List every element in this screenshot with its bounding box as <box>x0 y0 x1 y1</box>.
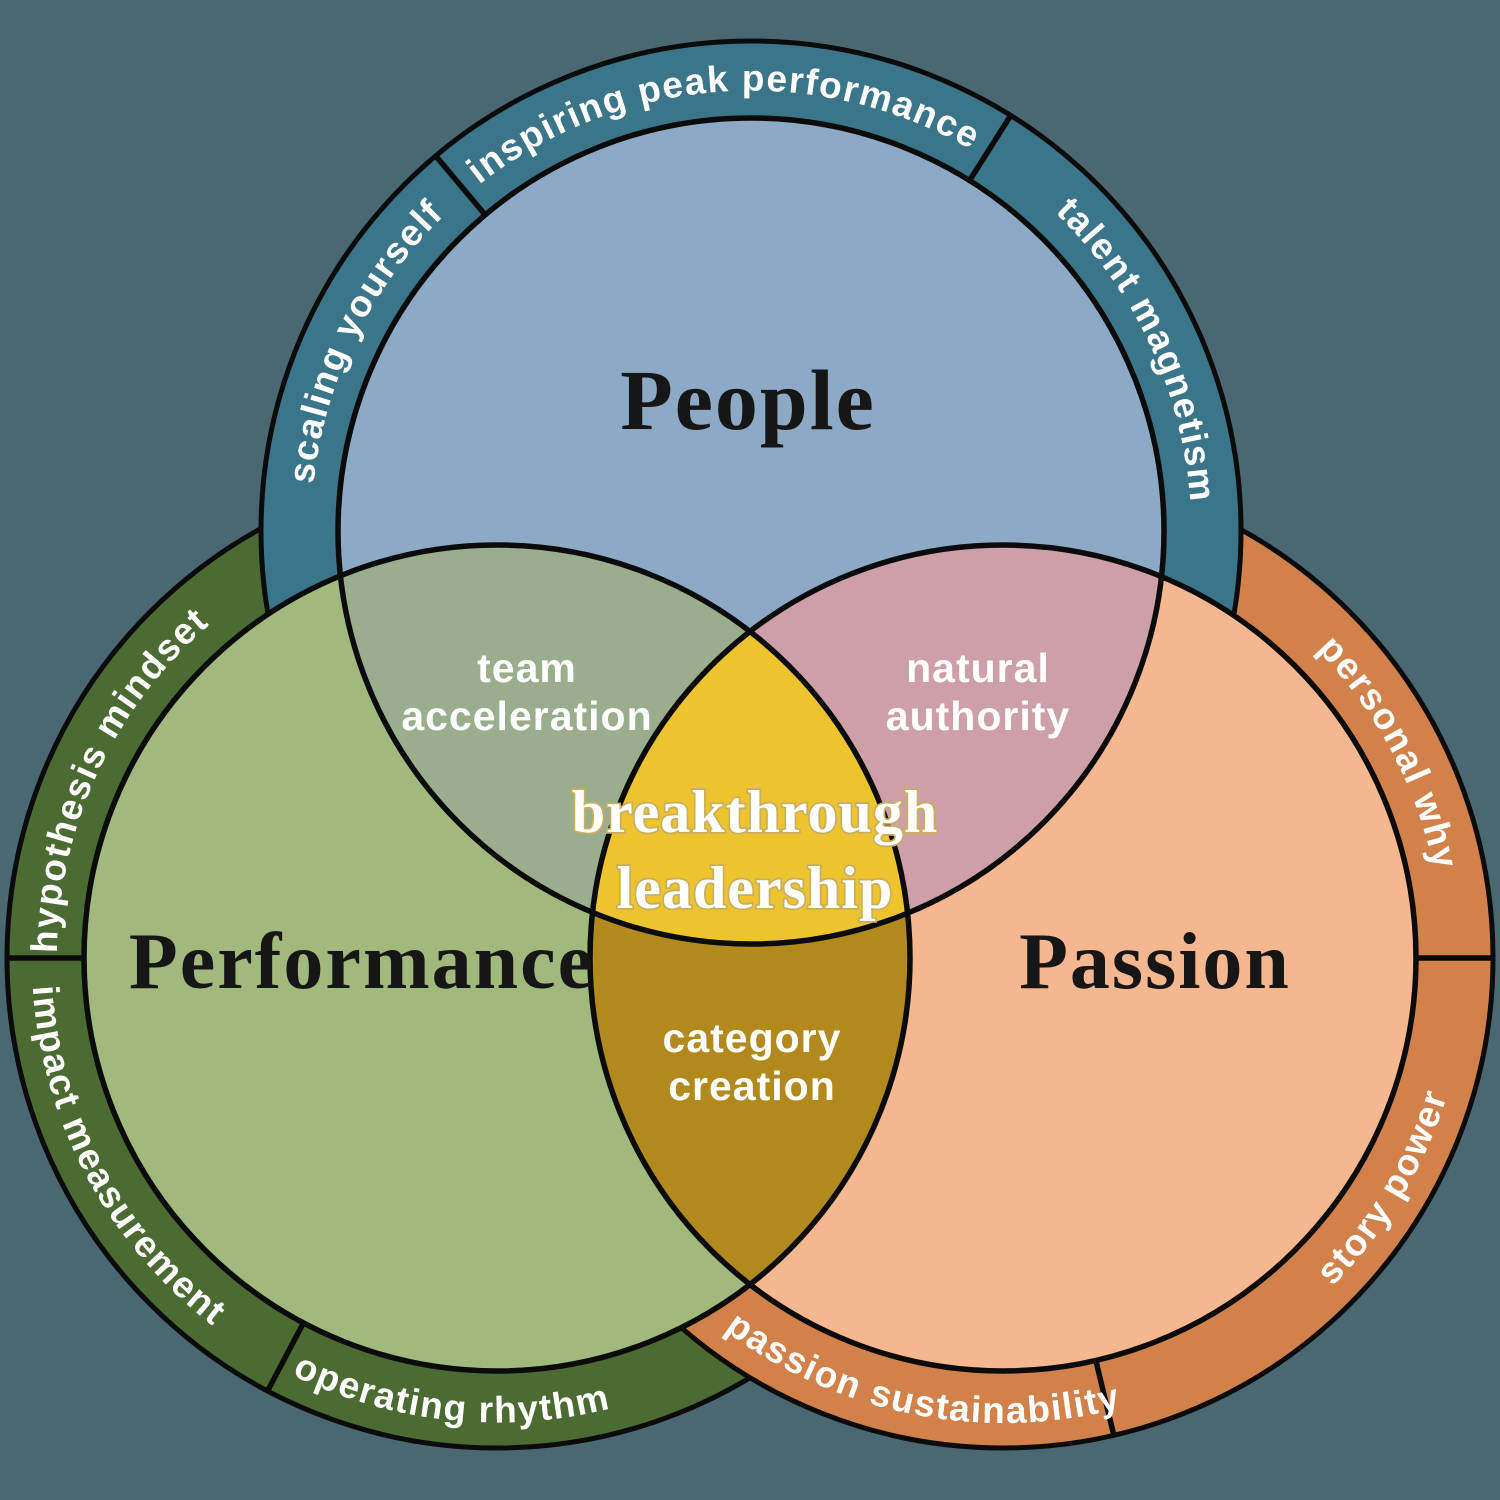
people-ring-divider-right <box>965 113 1014 185</box>
people-performance-overlap <box>338 545 910 944</box>
category-creation-label: category creation <box>663 1015 842 1109</box>
svg-text:natural: natural <box>906 645 1050 691</box>
svg-text:acceleration: acceleration <box>401 693 652 739</box>
svg-text:category: category <box>663 1015 842 1061</box>
svg-text:creation: creation <box>668 1063 836 1109</box>
performance-circle-outline <box>81 542 913 1374</box>
people-title: People <box>620 352 876 448</box>
svg-text:team: team <box>477 645 577 691</box>
svg-text:leadership: leadership <box>617 855 894 921</box>
people-passion-overlap <box>590 545 1164 944</box>
svg-text:authority: authority <box>886 693 1070 739</box>
passion-ring-divider-bottom <box>1092 1356 1117 1437</box>
people-circle-outline <box>335 115 1167 947</box>
people-ring-divider-left <box>432 153 490 219</box>
performance-ring-divider-bottom <box>264 1318 308 1394</box>
performance-title: Performance <box>129 918 595 1006</box>
breakthrough-leadership-label: breakthrough leadership <box>570 777 939 923</box>
team-acceleration-label: team acceleration <box>401 645 652 739</box>
passion-title: Passion <box>1019 918 1291 1006</box>
natural-authority-label: natural authority <box>886 645 1070 739</box>
passion-circle-outline <box>587 542 1419 1374</box>
svg-text:breakthrough: breakthrough <box>572 779 939 845</box>
